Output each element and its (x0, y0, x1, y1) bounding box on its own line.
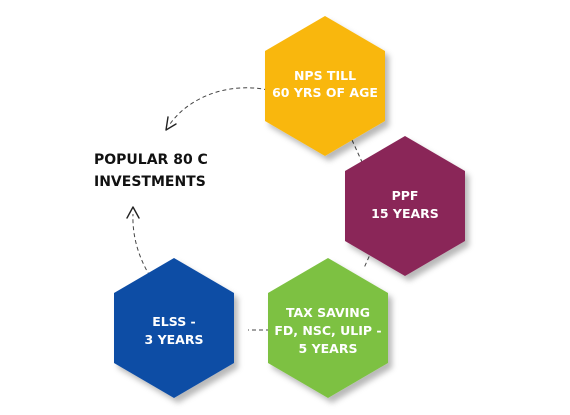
diagram-title-line1: POPULAR 80 C (94, 152, 208, 168)
hexagon-tax-saving-label-line3: 5 YEARS (299, 341, 358, 356)
hexagon-tax-saving: TAX SAVING FD, NSC, ULIP - 5 YEARS (268, 258, 388, 398)
hexagon-elss-label-line2: 3 YEARS (145, 332, 204, 347)
hexagon-ppf-label-line2: 15 YEARS (371, 206, 439, 221)
diagram-title-line2: INVESTMENTS (94, 174, 206, 190)
hexagon-nps-label-line1: NPS TILL (294, 68, 356, 83)
arrowhead-elss-to-title (126, 206, 140, 219)
connector-nps-to-title (169, 87, 269, 125)
hexagon-nps-shape (265, 16, 385, 156)
hexagon-elss-shape (114, 258, 234, 398)
hexagon-ppf-shape (345, 136, 465, 276)
connector-nps-to-ppf (351, 139, 363, 163)
arrowhead-nps-to-title (165, 116, 177, 131)
hexagon-ppf: PPF 15 YEARS (345, 136, 465, 276)
hexagon-nps-label-line2: 60 YRS OF AGE (272, 85, 378, 100)
hexagon-tax-saving-shape (268, 258, 388, 398)
hexagon-tax-saving-label-line1: TAX SAVING (286, 305, 370, 320)
hexagon-ppf-label-line1: PPF (392, 188, 419, 203)
hexagon-nps: NPS TILL 60 YRS OF AGE (265, 16, 385, 156)
hexagon-tax-saving-label-line2: FD, NSC, ULIP - (274, 323, 381, 338)
connector-elss-to-title (132, 213, 151, 277)
hexagon-elss: ELSS - 3 YEARS (114, 258, 234, 398)
hexagon-elss-label-line1: ELSS - (152, 314, 196, 329)
